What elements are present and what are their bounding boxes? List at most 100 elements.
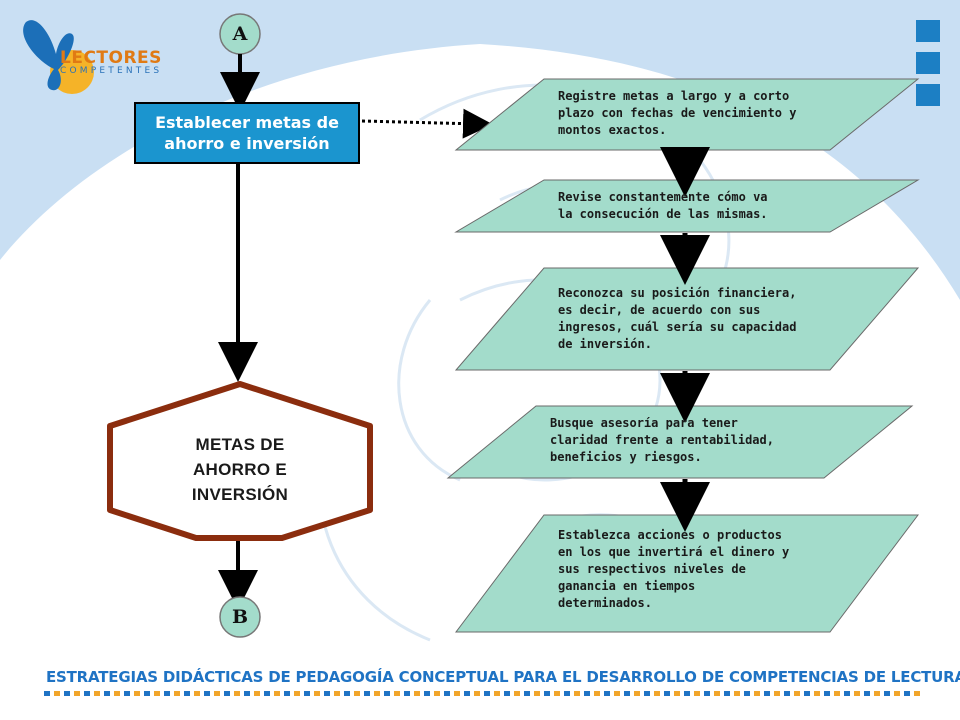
dotted-arrow-main-to-step1 [361,108,493,139]
footer-dot [864,691,870,696]
logo-sub-text: COMPETENTES [60,66,163,76]
footer-dot [64,691,70,696]
footer-dot [844,691,850,696]
footer-title: ESTRATEGIAS DIDÁCTICAS DE PEDAGOGÍA CONC… [46,668,960,686]
logo-wordmark: LECTORES COMPETENTES [60,48,162,76]
hexagon-shape [107,381,373,541]
step-2-shape [454,179,920,233]
corner-square-3 [916,84,940,106]
step-1-text: Registre metas a largo y a corto plazo c… [558,89,797,137]
hexagon-label-line-1: METAS DE [195,435,285,454]
footer-dot [144,691,150,696]
footer-dot [454,691,460,696]
footer-dot [94,691,100,696]
footer-dot [874,691,880,696]
footer-dot [714,691,720,696]
footer-dot [704,691,710,696]
footer-dot [114,691,120,696]
footer-dot [304,691,310,696]
step-2-text: Revise constantemente cómo va la consecu… [558,190,768,221]
step-3-text: Reconozca su posición financiera, es dec… [558,286,797,351]
footer-dot [314,691,320,696]
footer-dot [44,691,50,696]
footer-dot [684,691,690,696]
hexagon-label: METAS DE AHORRO E INVERSIÓN [130,432,350,507]
footer-dot [84,691,90,696]
footer-dot [574,691,580,696]
footer-dot [504,691,510,696]
footer-dot [534,691,540,696]
step-5-shape [454,514,920,633]
footer-dot [464,691,470,696]
footer-dot [734,691,740,696]
footer-dot [604,691,610,696]
footer-dot [354,691,360,696]
footer-dot [824,691,830,696]
step-1-shape [454,78,920,151]
footer-dot [624,691,630,696]
footer-dot [374,691,380,696]
footer-dot [194,691,200,696]
footer-dot [644,691,650,696]
main-process-box: Establecer metas de ahorro e inversión [134,102,360,164]
footer-dot [364,691,370,696]
footer-dot [184,691,190,696]
footer-dot [584,691,590,696]
footer-dot [634,691,640,696]
footer-dot [724,691,730,696]
footer-dot [424,691,430,696]
footer-dot [204,691,210,696]
footer-dot [884,691,890,696]
footer-dot [174,691,180,696]
footer-dot [384,691,390,696]
footer-dot [294,691,300,696]
footer-dot [74,691,80,696]
footer-dot [234,691,240,696]
footer-dot [744,691,750,696]
footer-dot [754,691,760,696]
footer-dot [834,691,840,696]
footer-dot [524,691,530,696]
footer-dot [614,691,620,696]
footer-dot [594,691,600,696]
footer-dot [274,691,280,696]
footer-dot [764,691,770,696]
footer-dot [104,691,110,696]
logo-main-text: LECTORES [60,48,162,68]
footer-dot [854,691,860,696]
footer-dot [124,691,130,696]
butterfly-icon [23,20,74,91]
footer-dot [264,691,270,696]
footer-dot [54,691,60,696]
hexagon-label-line-2: AHORRO E [192,460,287,479]
connector-b-circle [219,596,261,638]
footer-dot [404,691,410,696]
hexagon-label-line-3: INVERSIÓN [191,485,289,504]
footer-dot [564,691,570,696]
footer-dot [414,691,420,696]
connector-a-label: A [232,23,248,45]
footer-dot [134,691,140,696]
footer-dot [694,691,700,696]
footer-dot [224,691,230,696]
step-4-shape [446,405,914,479]
footer-dot [474,691,480,696]
footer-dot [444,691,450,696]
footer-dot [344,691,350,696]
footer-dot [814,691,820,696]
footer-dot [154,691,160,696]
footer-dot [394,691,400,696]
footer-dot [894,691,900,696]
footer-dot [214,691,220,696]
footer-dot [554,691,560,696]
footer-dot [654,691,660,696]
step-4-text: Busque asesoría para tener claridad fren… [550,416,774,464]
footer-dotted-rule [44,691,920,696]
logo-emblem [23,20,94,94]
footer-dot [334,691,340,696]
footer-dot [784,691,790,696]
footer-dot [804,691,810,696]
footer-dot [434,691,440,696]
